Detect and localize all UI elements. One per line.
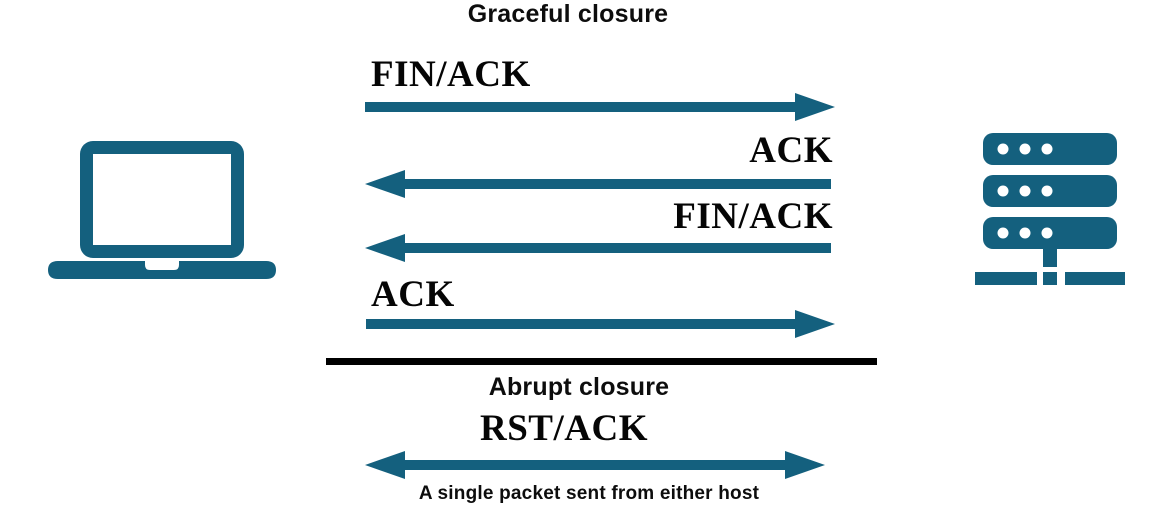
arrow-right-icon <box>366 310 835 338</box>
arrow-left-icon <box>365 234 831 262</box>
packet-label-fin-ack-1: FIN/ACK <box>371 54 531 95</box>
arrow-left-icon <box>365 170 831 198</box>
arrow-right-icon <box>365 93 835 121</box>
abrupt-closure-caption: A single packet sent from either host <box>418 483 760 504</box>
packet-label-ack-2: ACK <box>371 274 455 315</box>
packet-label-fin-ack-2: FIN/ACK <box>673 196 833 237</box>
arrow-both-icon <box>365 451 825 479</box>
packet-label-ack-1: ACK <box>749 130 833 171</box>
section-divider <box>326 358 877 365</box>
abrupt-closure-title: Abrupt closure <box>488 373 670 401</box>
laptop-icon <box>48 141 276 279</box>
server-icon <box>975 133 1125 285</box>
packet-label-rst-ack: RST/ACK <box>480 408 648 449</box>
graceful-closure-title: Graceful closure <box>467 0 669 28</box>
